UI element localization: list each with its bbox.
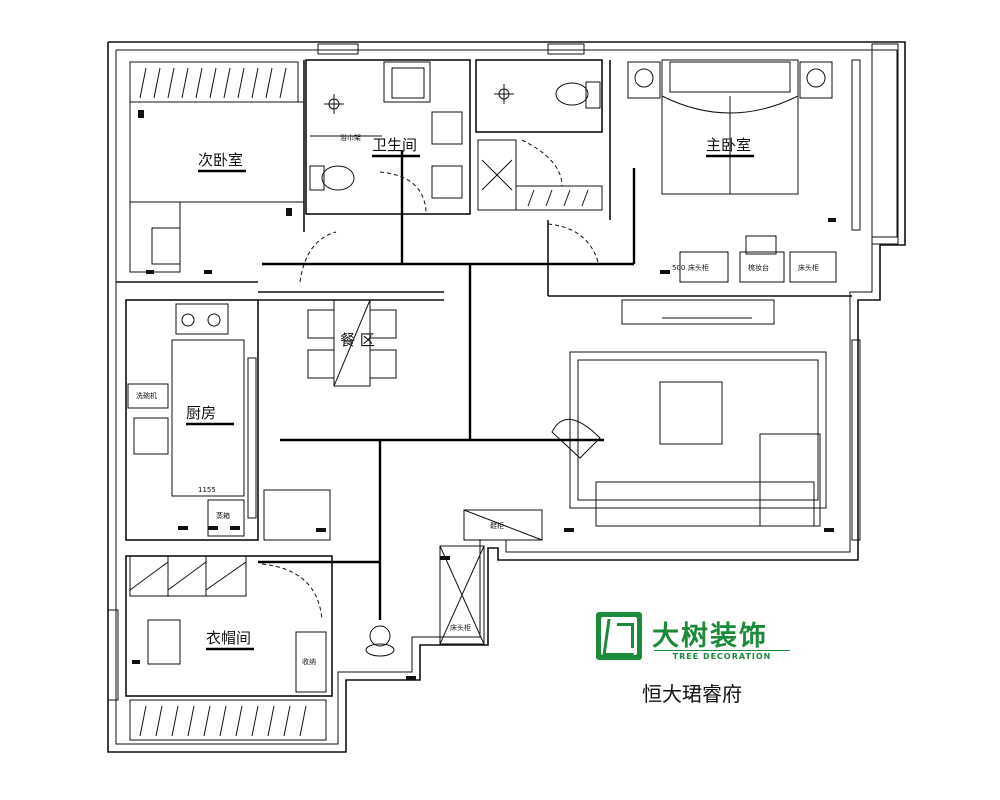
cloakroom-label: 衣帽间 xyxy=(206,629,251,647)
fixture-markers xyxy=(132,110,836,680)
nightstand-right-label: 床头柜 xyxy=(798,263,819,272)
nightstand-left-label: 床头柜 xyxy=(688,263,709,272)
master-bedroom: 主卧室 床头柜 梳妆台 床头柜 500 xyxy=(547,59,852,297)
bathroom-label: 卫生间 xyxy=(372,136,417,154)
dishwasher-label: 洗碗机 xyxy=(136,391,157,400)
shoe-cabinet-label: 鞋柜 xyxy=(490,521,504,530)
dining-area: 餐 区 xyxy=(258,291,444,387)
second-bedroom-label: 次卧室 xyxy=(198,151,243,169)
storage-label: 收纳 xyxy=(302,657,316,666)
entry: 床头柜 xyxy=(365,545,485,657)
brand-subtitle: TREE DECORATION xyxy=(654,650,790,661)
shelf-label: 浴巾架 xyxy=(340,133,361,142)
dresser-label: 梳妆台 xyxy=(748,263,769,272)
master-bedroom-label: 主卧室 xyxy=(706,136,751,154)
low-cabinet-label: 床头柜 xyxy=(450,623,471,632)
kitchen: 厨房 洗碗机 1155 蒸箱 xyxy=(125,299,259,541)
project-name: 恒大珺睿府 xyxy=(642,682,742,706)
cloakroom: 衣帽间 收纳 xyxy=(125,555,333,741)
oven-label: 蒸箱 xyxy=(216,511,230,520)
kitchen-label: 厨房 xyxy=(186,404,216,422)
dim-1155-label: 1155 xyxy=(198,486,216,494)
axis-lines xyxy=(258,150,636,620)
dining-label: 餐 区 xyxy=(340,331,375,349)
brand-name: 大树装饰 xyxy=(652,621,768,652)
brand-logo: 大树装饰 TREE DECORATION xyxy=(596,612,796,668)
bathroom: 卫生间 浴巾架 xyxy=(305,59,471,215)
second-bedroom: 次卧室 xyxy=(116,60,337,283)
tree-logo-icon xyxy=(596,612,642,660)
second-bath xyxy=(475,59,603,263)
living-room: 鞋柜 xyxy=(263,299,827,541)
dim-500-label: 500 xyxy=(672,264,685,272)
